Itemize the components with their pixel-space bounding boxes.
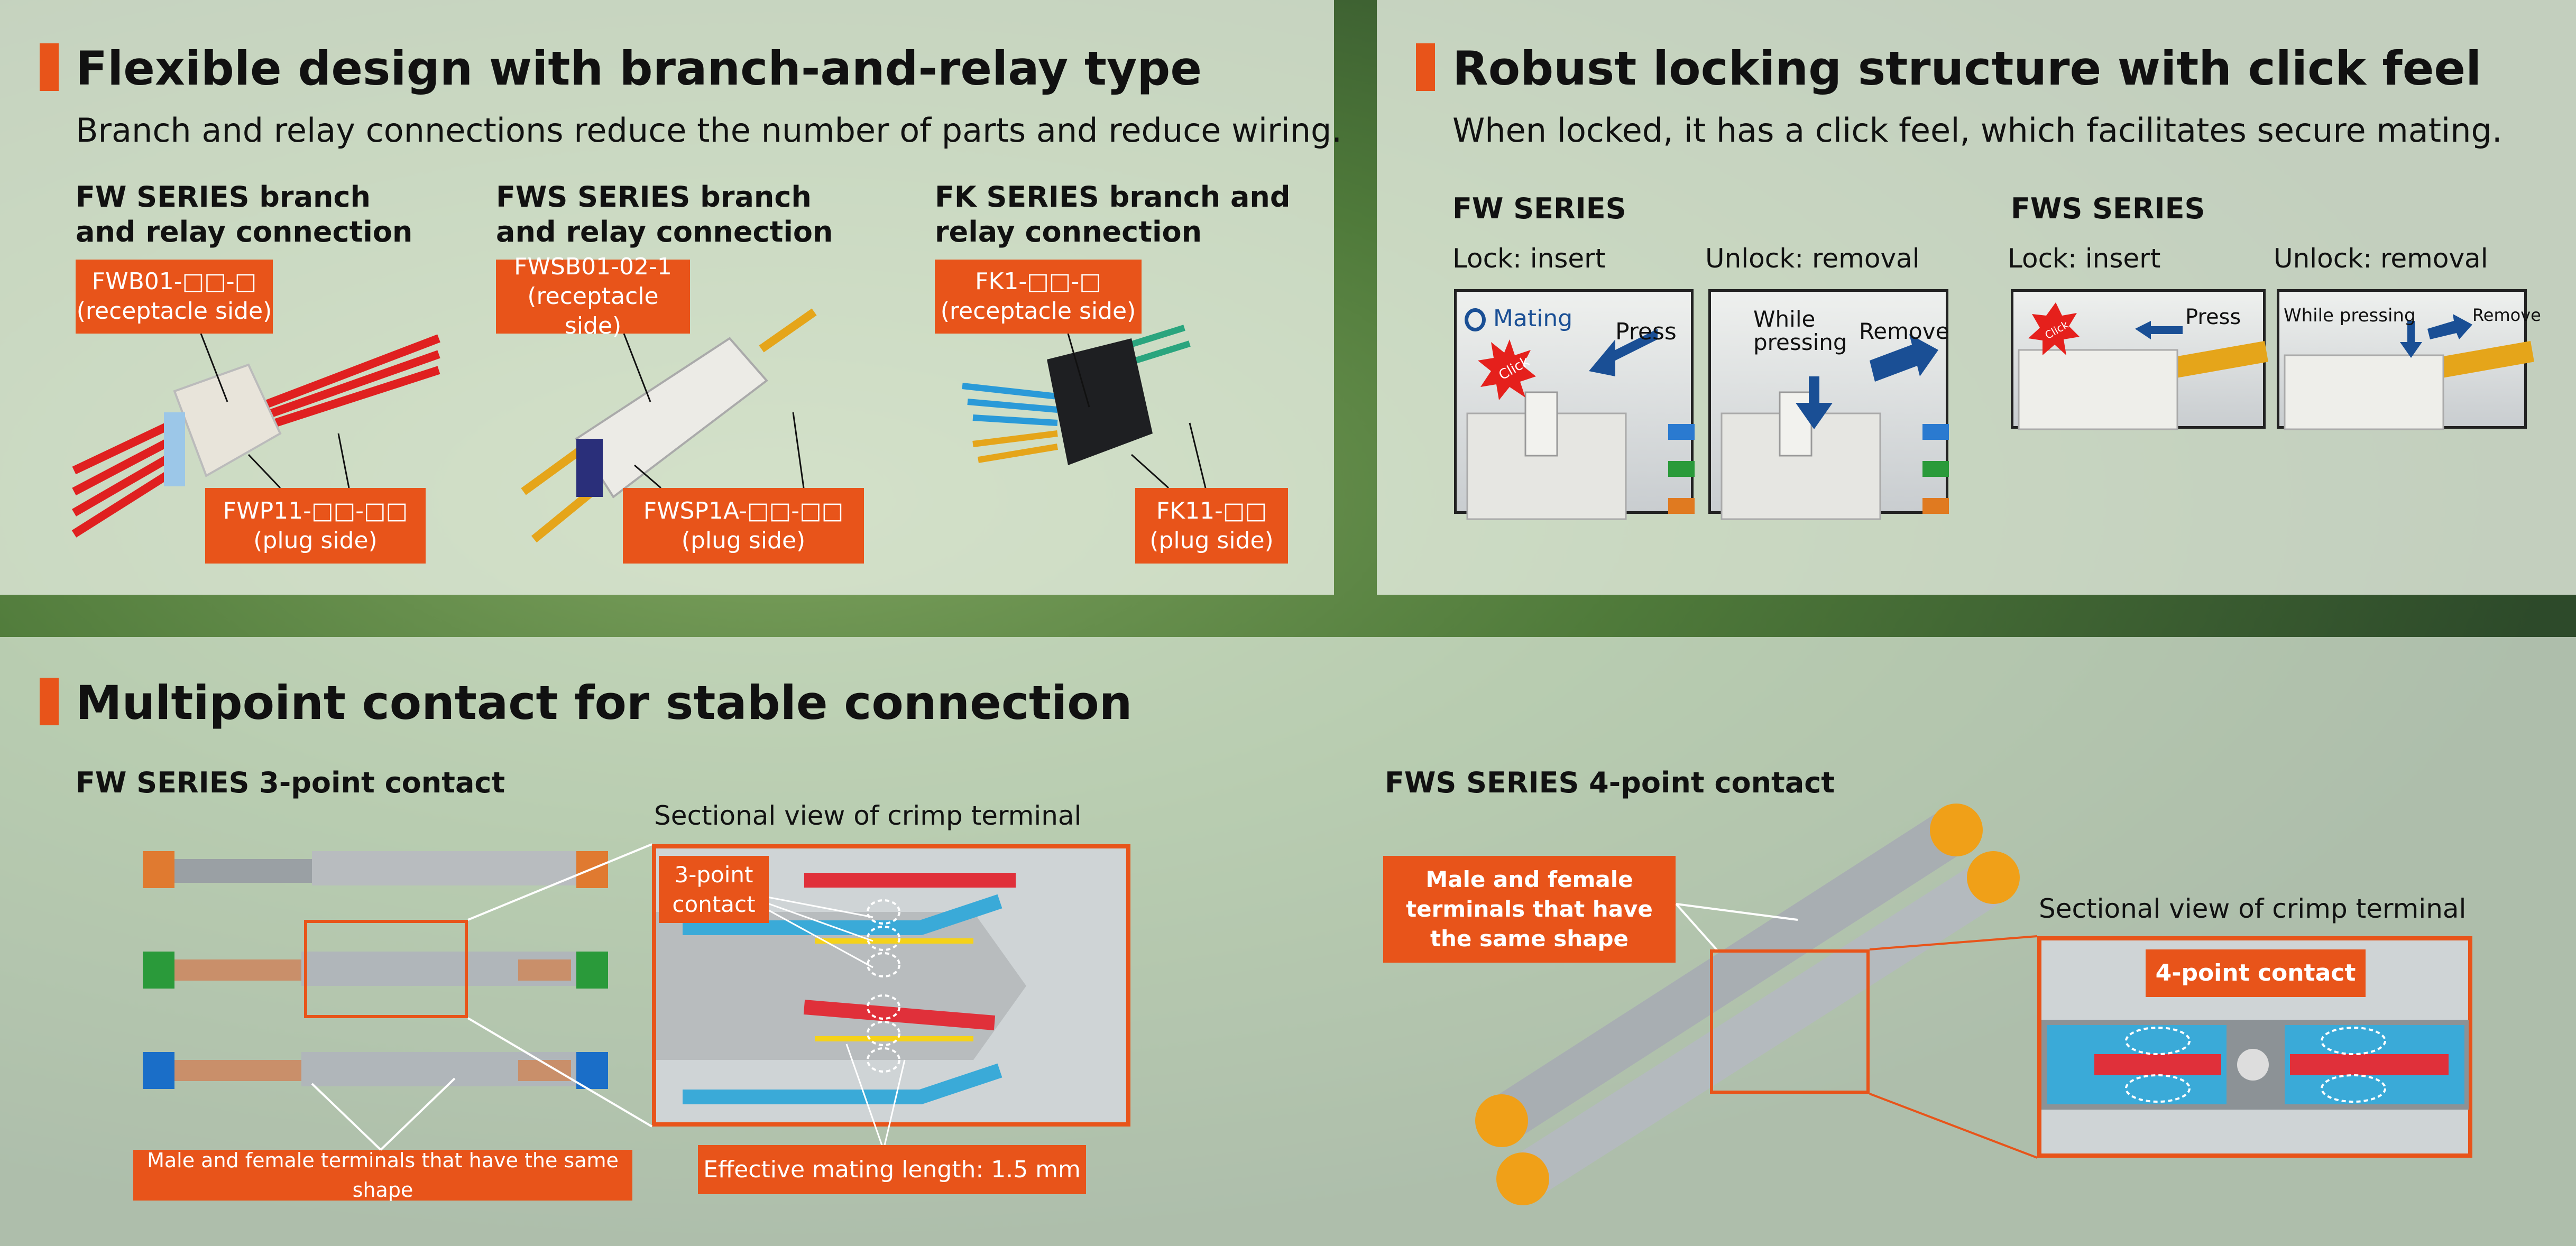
crimp-terminal-section [2041,1020,2469,1110]
fws-connector-image [521,308,817,543]
fw-3point-heading: FW SERIES 3-point contact [76,766,505,799]
fw-connector-image [71,334,440,538]
click-burst-icon [1478,339,1536,400]
fws-same-shape-label: Male and female terminals that have the … [1383,856,1676,963]
section-subtitle-branch-relay: Branch and relay connections reduce the … [76,111,1342,150]
press-label: Press [1615,318,1677,345]
mating-label: Mating [1493,305,1573,332]
while-pressing-label: While pressing [1753,306,1847,355]
heading-accent-bar [1416,43,1435,91]
section-title-multipoint: Multipoint contact for stable connection [76,676,1133,730]
fws-branch-heading: FWS SERIES branch and relay connection [496,180,833,248]
part-number: FK11-□□ [1156,497,1267,524]
fw-same-shape-label: Male and female terminals that have the … [133,1149,632,1202]
heading-accent-bar [40,43,59,91]
fw-unlock-label: Unlock: removal [1705,243,1920,274]
connector-latch-image [1721,334,1949,520]
fws-sectional-label: Sectional view of crimp terminal [2039,893,2467,924]
heading-accent-bar [40,678,59,725]
fw-branch-heading: FW SERIES branch and relay connection [76,180,413,248]
fws-zoom-region [1710,949,1870,1094]
remove-label: Remove [1859,318,1949,344]
connector-latch-image [1466,329,1695,520]
fws-unlock-diagram: While pressing Remove [2277,289,2541,430]
fwb01-receptacle-label: FWB01-□□-□ (receptacle side) [76,260,273,334]
fwp11-plug-label: FWP11-□□-□□ (plug side) [205,488,426,564]
section-subtitle-locking: When locked, it has a click feel, which … [1452,111,2503,150]
connector-latch-image [2018,302,2268,430]
part-number: FWB01-□□-□ [91,268,257,295]
fws-lock-label: Lock: insert [2008,243,2161,274]
terminal-row [1496,851,2020,1205]
side-label: (receptacle side) [940,298,1136,325]
section-title-branch-relay: Flexible design with branch-and-relay ty… [76,41,1202,96]
remove-arrow-icon [2427,314,2472,339]
fws-4point-heading: FWS SERIES 4-point contact [1385,766,1835,799]
side-label: (plug side) [681,527,806,554]
press-arrow-icon [1589,329,1658,376]
fwsp1a-plug-label: FWSP1A-□□-□□ (plug side) [623,488,864,564]
press-down-arrow-icon [2400,321,2422,358]
press-label: Press [2185,305,2241,329]
part-number: FWSB01-02-1 [514,253,672,280]
fk-connector-image [962,325,1191,465]
fk11-plug-label: FK11-□□ (plug side) [1135,488,1288,564]
remove-label: Remove [2472,305,2541,325]
terminal-row [143,851,608,888]
section-title-locking: Robust locking structure with click feel [1452,41,2482,96]
fw-sectional-label: Sectional view of crimp terminal [654,800,1082,831]
circle-icon [1465,308,1486,331]
press-down-arrow-icon [1796,376,1833,429]
mating-length-label: Effective mating length: 1.5 mm [698,1145,1086,1194]
while-pressing-label: While pressing [2284,305,2416,326]
fw-zoom-region [304,920,468,1018]
fk-branch-heading: FK SERIES branch and relay connection [935,180,1291,248]
4-point-contact-label: 4-point contact [2146,949,2366,997]
fws-sectional-view: 4-point contact [2037,936,2472,1158]
fw-sectional-view: 3-point contact [652,844,1130,1150]
crimp-terminal-section [656,873,1026,1150]
fws-unlock-label: Unlock: removal [2274,243,2488,274]
side-label: (receptacle side) [527,283,659,339]
fw-lock-label: Lock: insert [1452,243,1606,274]
3-point-contact-label: 3-point contact [659,856,769,923]
press-arrow-icon [2135,321,2183,339]
fw-leader-lines [311,843,653,1151]
fws-terminal-images [1475,804,2020,1205]
terminal-row [143,952,608,989]
fwsb01-receptacle-label: FWSB01-02-1 (receptacle side) [496,253,690,339]
connector-latch-image [2284,314,2534,430]
part-number: FK1-□□-□ [975,268,1101,295]
remove-arrow-icon [1870,334,1938,382]
fws-lock-diagram: Press Click [2011,289,2268,430]
part-number: FWSP1A-□□-□□ [643,497,844,524]
fws-series-label: FWS SERIES [2011,192,2205,225]
side-label: (plug side) [1149,527,1274,554]
terminal-row [1475,804,1983,1147]
side-label: (receptacle side) [76,298,272,325]
fk1-receptacle-label: FK1-□□-□ (receptacle side) [935,260,1142,334]
leader-lines [200,333,1207,489]
fw-unlock-diagram: While pressing Remove [1708,289,1949,520]
side-label: (plug side) [253,527,378,554]
click-burst-icon [2028,302,2080,355]
part-number: FWP11-□□-□□ [223,497,408,524]
fw-lock-diagram: Mating Press Click [1454,289,1695,520]
mating-indicator: Mating [1465,305,1572,332]
fw-series-label: FW SERIES [1452,192,1626,225]
